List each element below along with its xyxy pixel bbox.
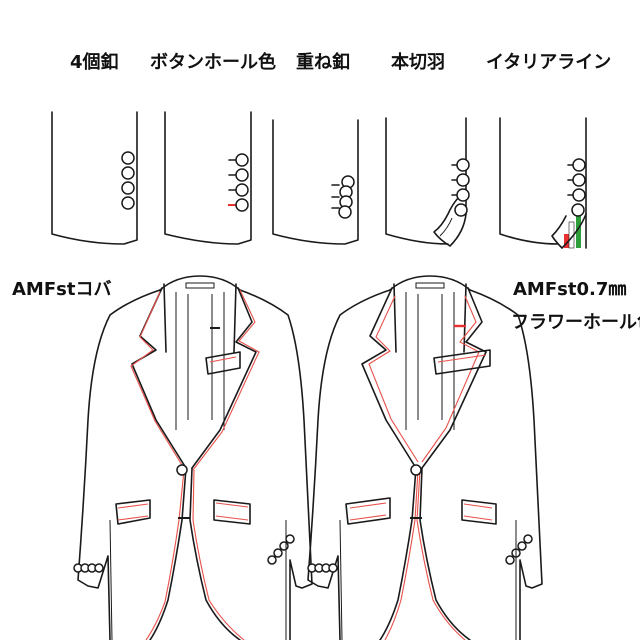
sleeve-italian-line	[499, 117, 587, 249]
sleeve-button	[456, 173, 470, 187]
sleeve-buttonhole-color	[164, 111, 252, 245]
italian-flag-green	[576, 216, 581, 248]
sleeve-button	[267, 555, 277, 565]
label-flower-hole-color: フラワーホール色	[511, 312, 640, 333]
sleeve-working-cuff	[385, 117, 470, 247]
front-button	[176, 464, 188, 476]
sleeve-button	[121, 181, 135, 195]
sleeve-overlap-buttons	[272, 119, 359, 245]
sleeve-button	[505, 555, 515, 565]
label-working-cuff: 本切羽	[391, 52, 445, 73]
sleeve-button	[94, 563, 104, 573]
sleeve-button	[572, 158, 586, 172]
sleeve-button	[328, 563, 338, 573]
sleeve-button	[523, 534, 533, 544]
sleeve-button	[517, 541, 527, 551]
sleeve-button	[235, 183, 249, 197]
sleeve-button	[273, 548, 283, 558]
sleeve-button	[338, 205, 352, 219]
sleeve-button	[235, 168, 249, 182]
sleeve-button	[456, 158, 470, 172]
sleeve-button	[572, 188, 586, 202]
sleeve-button	[572, 173, 586, 187]
sleeve-button	[285, 534, 295, 544]
label-four-buttons: 4個釦	[70, 52, 119, 73]
label-overlap-buttons: 重ね釦	[296, 52, 350, 73]
front-button	[410, 464, 422, 476]
sleeve-button	[121, 166, 135, 180]
sleeve-button	[454, 203, 468, 217]
label-italian-line: イタリアライン	[486, 52, 612, 73]
label-amf-stitch-edge: AMFstコバ	[12, 279, 112, 300]
sleeve-button	[121, 196, 135, 210]
label-amf-stitch-07mm: AMFst0.7㎜	[513, 279, 627, 300]
italian-flag-red	[564, 234, 569, 248]
sleeve-button-group	[121, 151, 135, 210]
sleeve-button	[279, 541, 289, 551]
sleeve-four-buttons	[51, 111, 138, 245]
sleeve-button	[235, 153, 249, 167]
jacket-amf-edge	[73, 275, 313, 640]
sleeve-button	[571, 203, 585, 217]
sleeve-button	[121, 151, 135, 165]
sleeve-button	[235, 198, 249, 212]
label-buttonhole-color: ボタンホール色	[150, 52, 276, 73]
sleeve-button	[456, 188, 470, 202]
jacket-amf-07mm	[307, 275, 543, 640]
